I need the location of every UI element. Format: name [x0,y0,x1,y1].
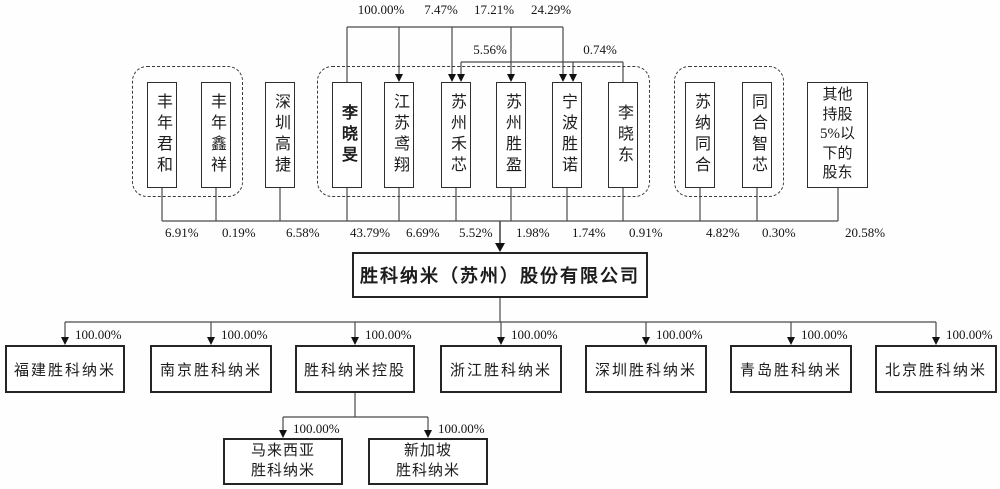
cross-holding-percent: 17.21% [473,2,515,17]
shareholding-percent: 6.69% [406,225,440,240]
shareholding-percent: 6.91% [165,225,199,240]
shareholder-box-lixiaodong: 李晓东 [608,82,638,188]
shareholding-percent: 5.52% [459,225,493,240]
subsidiary-name: 深圳胜科纳米 [594,362,697,379]
subsidiary-box-shenzhen: 深圳胜科纳米 [585,345,707,393]
sub-subsidiary-percent: 100.00% [438,421,485,436]
shareholder-box-ningboshengnuo: 宁波胜诺 [552,82,582,188]
concert-group-suna [674,66,784,197]
shareholder-box-shenzhengaojie: 深圳高捷 [265,82,295,188]
subsidiary-percent: 100.00% [801,327,848,342]
subsidiary-box-zhejiang: 浙江胜科纳米 [440,345,562,393]
subsidiary-name: 北京胜科纳米 [884,362,987,379]
company-box: 胜科纳米（苏州）股份有限公司 [352,252,648,298]
subsidiary-box-nanjing: 南京胜科纳米 [150,345,272,393]
sub-subsidiary-percent: 100.00% [293,421,340,436]
shareholder-name: 江苏鸢翔 [391,93,408,177]
shareholding-percent: 0.19% [222,225,256,240]
subsidiary-box-fujian: 福建胜科纳米 [5,345,125,393]
shareholder-name: 李晓旻 [339,103,356,167]
subsidiary-name: 南京胜科纳米 [159,362,262,379]
shareholding-percent: 1.98% [516,225,550,240]
shareholder-box-tonghezhixin: 同合智芯 [742,82,772,188]
subsidiary-percent: 100.00% [221,327,268,342]
company-name: 胜科纳米（苏州）股份有限公司 [360,266,640,286]
subsidiary-box-qingdao: 青岛胜科纳米 [730,345,852,393]
shareholding-percent: 4.82% [706,225,740,240]
shareholder-name: 深圳高捷 [272,93,289,177]
shareholder-name: 宁波胜诺 [559,93,576,177]
sub-subsidiary-name: 马来西亚 胜科纳米 [250,443,315,479]
concert-group-controller [317,66,650,197]
subsidiary-name: 青岛胜科纳米 [739,362,842,379]
shareholder-name: 李晓东 [615,103,632,167]
cross-holding-percent: 100.00% [357,2,405,17]
sub-subsidiary-box-malaysia: 马来西亚 胜科纳米 [223,438,343,485]
shareholder-name: 丰年鑫祥 [208,93,225,177]
concert-group-fengnian [132,66,243,197]
shareholder-box-suzhoushengying: 苏州胜盈 [496,82,526,188]
subsidiary-box-beijing: 北京胜科纳米 [875,345,997,393]
subsidiary-percent: 100.00% [365,327,412,342]
shareholder-box-fengnianxinxiang: 丰年鑫祥 [201,82,231,188]
cross-holding-percent: 5.56% [473,42,507,57]
cross-holding-percent: 0.74% [583,42,617,57]
subsidiary-name: 胜科纳米控股 [303,362,406,379]
shareholder-box-jiangsuyuanxiang: 江苏鸢翔 [384,82,414,188]
shareholder-box-lixiaomin: 李晓旻 [332,82,362,188]
shareholder-box-fengnianjunhe: 丰年君和 [147,82,177,188]
shareholder-name: 丰年君和 [154,93,171,177]
shareholder-box-sunatonghe: 苏纳同合 [685,82,715,188]
subsidiary-percent: 100.00% [946,327,993,342]
subsidiary-percent: 100.00% [75,327,122,342]
shareholder-name: 同合智芯 [749,93,766,177]
cross-holding-percent: 24.29% [530,2,572,17]
shareholding-percent: 1.74% [572,225,606,240]
shareholder-box-suzhouhexin: 苏州禾芯 [441,82,471,188]
subsidiary-name: 福建胜科纳米 [13,362,116,379]
subsidiary-percent: 100.00% [656,327,703,342]
shareholding-percent: 20.58% [845,225,886,240]
shareholder-name: 苏纳同合 [692,93,709,177]
sub-subsidiary-box-singapore: 新加坡 胜科纳米 [368,438,488,485]
shareholding-percent: 0.91% [629,225,663,240]
shareholding-percent: 0.30% [762,225,796,240]
sub-subsidiary-name: 新加坡 胜科纳米 [395,443,460,479]
subsidiary-name: 浙江胜科纳米 [449,362,552,379]
shareholder-name: 苏州禾芯 [448,93,465,177]
shareholder-name: 其他 持股 5%以 下的 股东 [820,87,855,182]
shareholder-box-other-minor-shareholders: 其他 持股 5%以 下的 股东 [807,82,868,188]
shareholding-percent: 43.79% [350,225,391,240]
subsidiary-box-holding: 胜科纳米控股 [295,345,415,393]
subsidiary-percent: 100.00% [511,327,558,342]
shareholding-percent: 6.58% [286,225,320,240]
cross-holding-percent: 7.47% [424,2,458,17]
shareholder-name: 苏州胜盈 [503,93,520,177]
